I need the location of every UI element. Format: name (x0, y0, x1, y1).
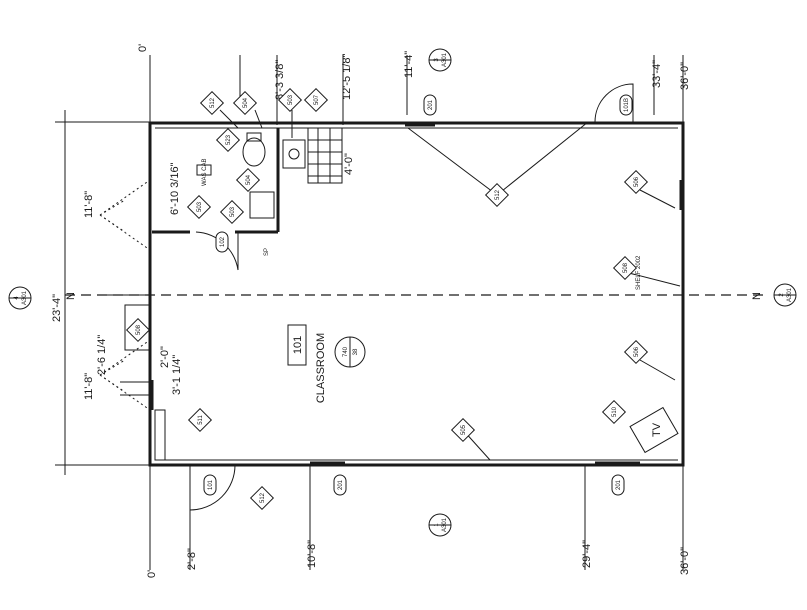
keynote-tag: 512 (260, 492, 266, 503)
tv-unit: TV (629, 406, 679, 454)
dim-left-upper: 11'-8" (83, 191, 95, 218)
keynote-tag: 506 (634, 176, 640, 187)
room-name: CLASSROOM (315, 333, 327, 403)
exterior-walls (148, 121, 685, 467)
windows (148, 121, 685, 467)
keynote-tags: 512 504 503 507 523 504 503 503 512 506 … (125, 87, 649, 511)
dim-top-0: 0' (137, 44, 149, 52)
keynote-tag: 504 (243, 97, 249, 108)
section-marker-3: 3 A301 (428, 48, 452, 72)
dim-left-small-a: 2'-6 1/4" (96, 335, 108, 375)
section-marker-4: 4 A301 (8, 286, 32, 310)
keynote-tag: 503 (197, 201, 203, 212)
cabinet-fixture (249, 191, 275, 219)
section-marker-1: 1 A301 (428, 513, 452, 537)
north-label-left: N (65, 292, 77, 300)
keynote-tag: 505 (461, 424, 467, 435)
room-occupancy: 38 (353, 348, 359, 355)
dim-bottom-1: 2'-8" (186, 548, 198, 570)
dim-top-1: 8'-3 3/8" (274, 60, 286, 100)
water-fountain (124, 304, 151, 351)
dim-bottom-0: 0' (146, 570, 158, 578)
keynote-tag: 510 (612, 406, 618, 417)
door-tag-101: 101 (208, 479, 214, 490)
svg-text:A301: A301 (22, 290, 28, 305)
exterior-features (99, 179, 166, 461)
svg-text:A301: A301 (442, 517, 448, 532)
north-label-right: N (751, 292, 763, 300)
keynote-tag: 506 (634, 346, 640, 357)
dim-bottom-3: 29'-4" (581, 540, 593, 568)
keynote-tag: 512 (210, 97, 216, 108)
dim-left-small-b: 3'-1 1/4" (171, 355, 183, 395)
door-tag-102: 102 (220, 236, 226, 247)
keynote-tag: 511 (198, 415, 204, 425)
keynote-tag: 503 (288, 94, 294, 105)
cabinet-label: WAS CAB (202, 159, 208, 186)
toilet-fixture (242, 137, 266, 167)
section-marker-2: 2 A301 (773, 283, 797, 307)
dim-left-overall: 23'-4" (51, 294, 63, 322)
door-tag-101b: 101B (624, 98, 630, 112)
dim-int-1: 4'-0" (343, 153, 355, 175)
sp-label: SP (264, 248, 270, 256)
dim-top-2: 12'-5 1/8" (341, 54, 353, 100)
keynote-tag: 508 (136, 324, 142, 335)
shelf-label: SHELF 2002 (636, 255, 642, 290)
room-tag: 101 CLASSROOM 740 38 (287, 324, 366, 403)
dim-top-5: 36'-0" (679, 62, 691, 90)
svg-text:2: 2 (779, 293, 785, 297)
room-area: 740 (343, 346, 349, 357)
dim-bottom-2: 10'-8" (306, 540, 318, 568)
window-tag: 201 (338, 479, 344, 490)
section-markers: 4 A301 3 A301 2 A301 1 A301 (8, 48, 797, 537)
left-dimensions: 23'-4" 11'-8" 11'-8" 2'-6 1/4" 3'-1 1/4" (51, 191, 183, 400)
top-dimensions: 0' 8'-3 3/8" 12'-5 1/8" 11'-4" 33'-4" 36… (137, 44, 691, 100)
dim-left-lower: 11'-8" (83, 373, 95, 400)
window-tag: 201 (428, 99, 434, 110)
room-number: 101 (292, 336, 304, 354)
svg-text:A301: A301 (787, 287, 793, 302)
restroom: WAS CAB (152, 127, 343, 271)
bottom-dimensions: 0' 2'-8" 10'-8" 29'-4" 36'-0" (146, 540, 691, 578)
dim-top-4: 33'-4" (651, 60, 663, 88)
match-line: N N (65, 292, 765, 300)
keynote-tag: 508 (623, 262, 629, 273)
doors (189, 83, 634, 511)
svg-text:3: 3 (434, 58, 440, 62)
keynote-tag: 512 (495, 189, 501, 200)
tv-label: TV (651, 422, 663, 437)
svg-text:A301: A301 (442, 52, 448, 67)
room-number-box (287, 324, 307, 366)
keynote-tag: 507 (314, 94, 320, 105)
keynote-tag: 523 (226, 134, 232, 145)
dim-top-3: 11'-4" (403, 51, 415, 78)
dim-bottom-4: 36'-0" (679, 547, 691, 575)
keynote-tag: 503 (230, 206, 236, 217)
window-tag: 201 (616, 479, 622, 490)
sink-fixture (282, 139, 306, 169)
keynote-tag: 504 (246, 174, 252, 185)
opening-tags: 102 101 101B 201 201 201 (203, 94, 633, 496)
svg-text:1: 1 (434, 523, 440, 527)
interior-dimensions: 6'-10 3/16" 4'-0" 2'-0" (159, 153, 355, 368)
svg-text:4: 4 (14, 296, 20, 300)
dim-int-0: 6'-10 3/16" (169, 162, 181, 215)
dim-int-2: 2'-0" (159, 346, 171, 368)
